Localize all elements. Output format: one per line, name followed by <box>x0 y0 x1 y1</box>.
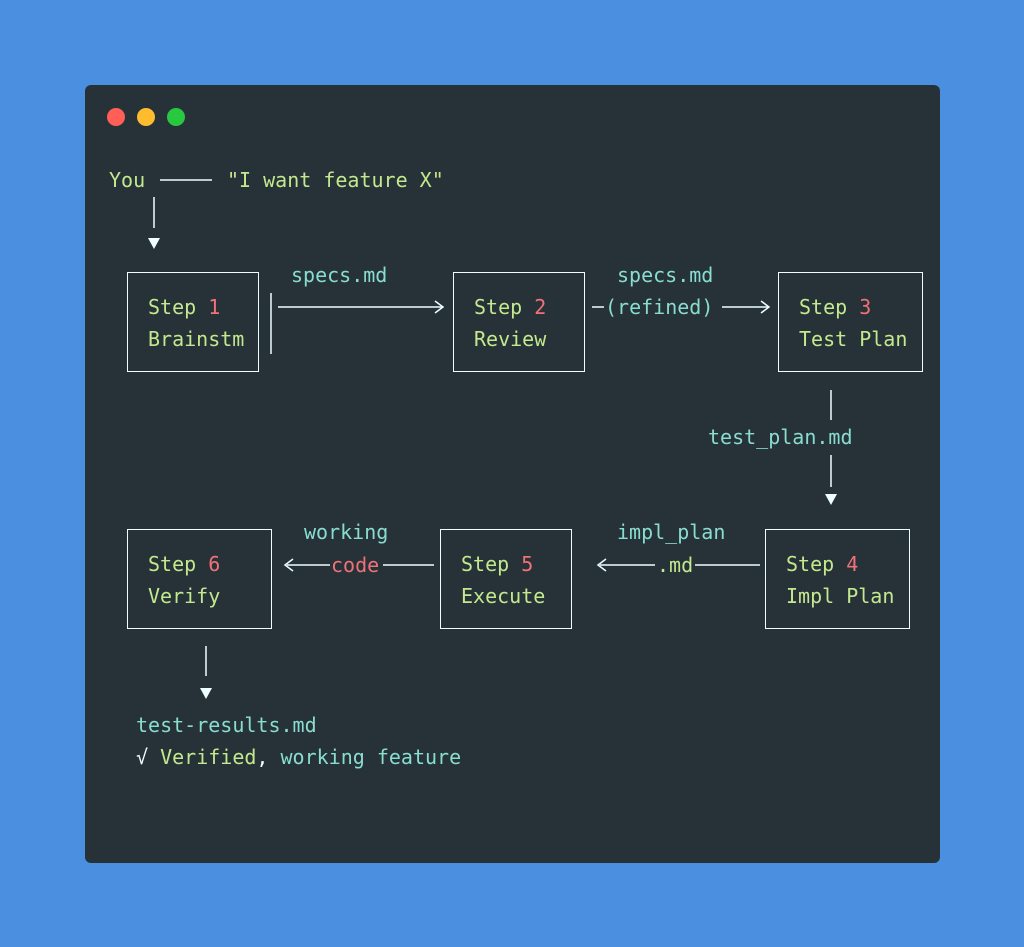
edge-4-sublabel: .md <box>657 553 694 577</box>
feature-request-text: "I want feature X" <box>227 168 444 192</box>
step-name: Impl Plan <box>786 584 895 608</box>
edge-2-label: specs.md <box>617 263 714 287</box>
step-name: Brainstm <box>148 327 245 351</box>
step-label: Step <box>786 552 835 576</box>
step-4-box: Step 4 Impl Plan <box>765 529 910 629</box>
edge-2-sublabel: (refined) <box>605 295 714 319</box>
check-icon: √ <box>136 745 149 769</box>
result-feature: working feature <box>280 745 462 769</box>
step-label: Step <box>148 552 197 576</box>
terminal-window <box>85 85 940 863</box>
step-label: Step <box>799 295 848 319</box>
edge-5-label: working <box>304 520 389 544</box>
step-label: Step <box>461 552 510 576</box>
result-comma: , <box>256 745 269 769</box>
step-3-box: Step 3 Test Plan <box>778 272 923 372</box>
step-number: 2 <box>534 295 547 319</box>
result-file: test-results.md <box>136 713 317 737</box>
step-2-box: Step 2 Review <box>453 272 585 372</box>
step-number: 1 <box>208 295 221 319</box>
step-name: Verify <box>148 584 221 608</box>
edge-5-sublabel: code <box>331 553 380 577</box>
step-name: Execute <box>461 584 546 608</box>
result-line: √ Verified, working feature <box>136 745 461 769</box>
minimize-icon[interactable] <box>137 108 155 126</box>
step-name: Test Plan <box>799 327 908 351</box>
step-label: Step <box>474 295 523 319</box>
step-label: Step <box>148 295 197 319</box>
user-label: You <box>109 168 146 192</box>
step-number: 5 <box>521 552 534 576</box>
step-number: 4 <box>846 552 859 576</box>
edge-3-label: test_plan.md <box>708 425 853 449</box>
edge-1-label: specs.md <box>291 263 388 287</box>
step-number: 3 <box>859 295 872 319</box>
edge-4-label: impl_plan <box>617 520 726 544</box>
close-icon[interactable] <box>107 108 125 126</box>
step-5-box: Step 5 Execute <box>440 529 572 629</box>
step-number: 6 <box>208 552 221 576</box>
step-6-box: Step 6 Verify <box>127 529 272 629</box>
step-1-box: Step 1 Brainstm <box>127 272 259 372</box>
zoom-icon[interactable] <box>167 108 185 126</box>
step-name: Review <box>474 327 547 351</box>
result-verified: Verified <box>160 745 257 769</box>
